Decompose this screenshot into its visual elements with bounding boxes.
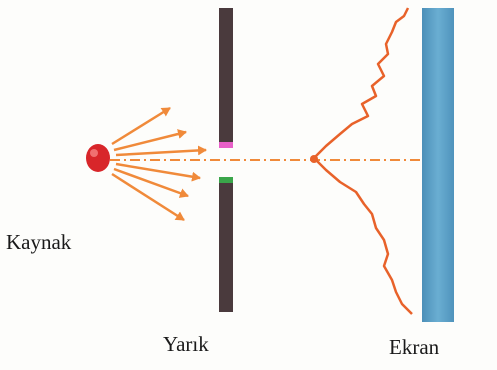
barrier-lower [219, 177, 233, 312]
screen [422, 8, 454, 322]
source-label: Kaynak [6, 230, 72, 254]
screen-label: Ekran [389, 335, 440, 359]
slit-label: Yarık [163, 332, 209, 356]
ray-lower-outer [111, 172, 185, 222]
barrier-upper [219, 8, 233, 147]
slit-edge-top [219, 142, 233, 148]
light-source [86, 144, 110, 172]
source-rays [111, 106, 207, 222]
slit-edge-bottom [219, 177, 233, 183]
ray-lower-inner [115, 162, 201, 182]
ray-upper-outer [111, 106, 171, 146]
ray-lower-middle [113, 167, 189, 198]
intensity-pattern [312, 7, 413, 315]
light-source-highlight [90, 149, 98, 157]
ray-upper-inner [115, 145, 207, 157]
intensity-peak-dot [310, 155, 318, 163]
ray-upper-middle [113, 129, 187, 152]
